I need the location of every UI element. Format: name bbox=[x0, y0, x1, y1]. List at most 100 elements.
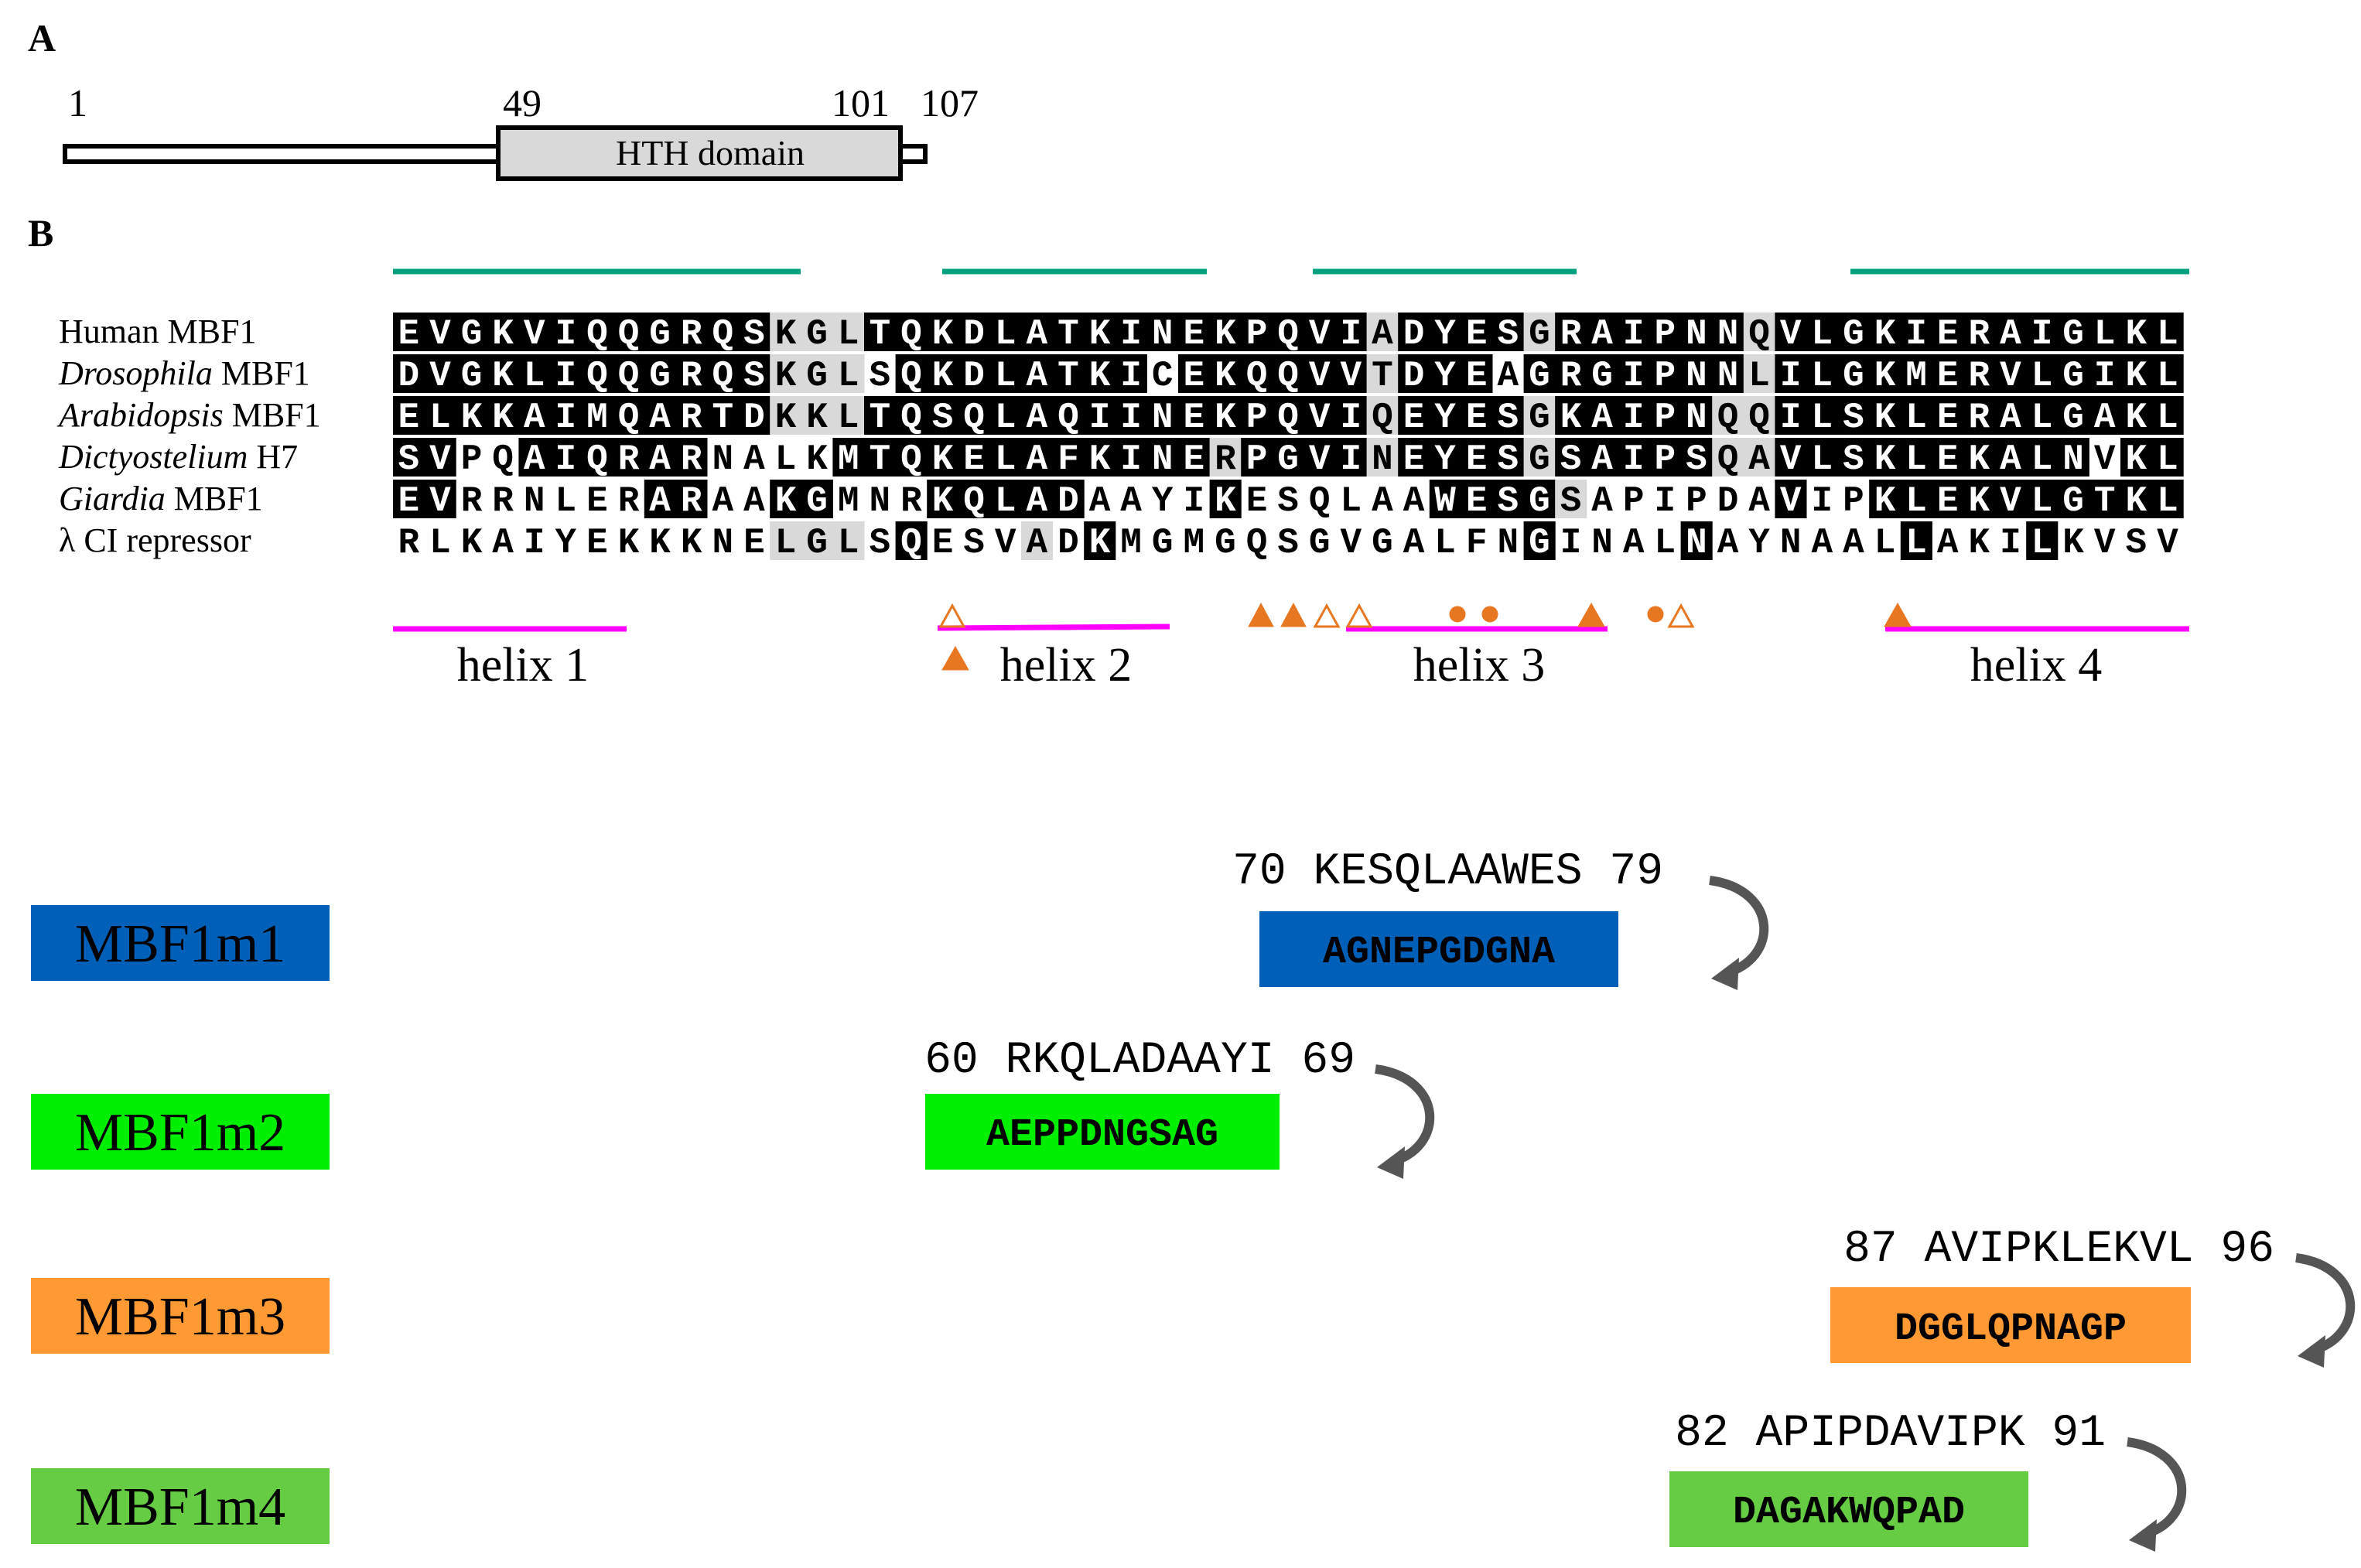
residue-letter: R bbox=[1215, 439, 1236, 480]
residue-shade bbox=[456, 313, 488, 351]
residue-letter: I bbox=[1120, 439, 1142, 480]
residue-letter: E bbox=[743, 523, 765, 563]
residue-letter: S bbox=[743, 314, 765, 354]
residue-letter: L bbox=[2031, 481, 2053, 521]
residue-letter: G bbox=[1309, 523, 1331, 563]
residue-shade bbox=[1523, 396, 1556, 435]
residue-shade bbox=[1021, 354, 1054, 393]
residue-shade bbox=[927, 480, 959, 518]
residue-letter: A bbox=[1026, 356, 1047, 396]
residue-letter: T bbox=[1372, 356, 1393, 396]
residue-letter: D bbox=[743, 398, 765, 438]
residue-letter: R bbox=[1560, 314, 1582, 354]
residue-letter: L bbox=[1811, 439, 1833, 480]
residue-shade bbox=[832, 438, 865, 477]
residue-shade bbox=[1241, 354, 1273, 393]
residue-letter: R bbox=[461, 481, 483, 521]
residue-letter: V bbox=[2000, 481, 2021, 521]
residue-letter: I bbox=[1089, 398, 1111, 438]
residue-shade bbox=[1241, 396, 1273, 435]
residue-letter: K bbox=[2062, 523, 2084, 563]
residue-letter: D bbox=[1057, 481, 1079, 521]
species-drosophila: Drosophila MBF1 bbox=[58, 354, 310, 392]
residue-letter: E bbox=[1466, 398, 1488, 438]
residue-letter: K bbox=[1560, 398, 1582, 438]
residue-letter: V bbox=[429, 439, 451, 480]
residue-letter: R bbox=[681, 439, 702, 480]
residue-letter: E bbox=[1937, 356, 1959, 396]
residue-letter: L bbox=[2031, 439, 2053, 480]
residue-shade bbox=[707, 354, 740, 393]
residue-shade bbox=[1241, 313, 1273, 351]
residue-letter: I bbox=[1811, 481, 1833, 521]
residue-shade bbox=[1775, 354, 1807, 393]
residue-letter: A bbox=[743, 439, 765, 480]
residue-letter: Q bbox=[1372, 398, 1393, 438]
residue-shade bbox=[1115, 396, 1147, 435]
residue-shade bbox=[2089, 354, 2121, 393]
residue-letter: G bbox=[2062, 481, 2084, 521]
residue-shade bbox=[2089, 313, 2121, 351]
residue-letter: T bbox=[1057, 356, 1079, 396]
residue-letter: K bbox=[461, 398, 483, 438]
residue-shade bbox=[1492, 396, 1525, 435]
residue-letter: R bbox=[681, 398, 702, 438]
residue-letter: K bbox=[1215, 398, 1236, 438]
residue-shade bbox=[1963, 313, 1996, 351]
mutant-m2-label-box bbox=[31, 1094, 330, 1170]
filled-circle-marker bbox=[1449, 606, 1466, 623]
residue-letter: V bbox=[1780, 481, 1802, 521]
residue-shade bbox=[1586, 438, 1618, 477]
filled-circle-marker bbox=[1481, 606, 1498, 623]
residue-letter: K bbox=[1874, 356, 1896, 396]
residue-shade bbox=[675, 438, 708, 477]
residue-letter: A bbox=[1026, 439, 1047, 480]
residue-letter: M bbox=[586, 398, 608, 438]
curved-arrow-icon bbox=[2295, 1253, 2356, 1355]
residue-shade bbox=[2026, 521, 2059, 560]
residue-shade bbox=[1994, 313, 2027, 351]
residue-letter: E bbox=[1403, 398, 1425, 438]
residue-letter: K bbox=[492, 356, 514, 396]
mutant-m3-label-box bbox=[31, 1278, 330, 1354]
residue-letter: E bbox=[398, 314, 419, 354]
residue-letter: M bbox=[838, 439, 859, 480]
residue-shade bbox=[1775, 313, 1807, 351]
residue-shade bbox=[613, 438, 645, 477]
residue-shade bbox=[644, 480, 676, 518]
residue-shade bbox=[832, 354, 865, 393]
residue-letter: S bbox=[1560, 481, 1582, 521]
residue-shade bbox=[1146, 396, 1179, 435]
residue-letter: M bbox=[1905, 356, 1927, 396]
residue-shade bbox=[2057, 480, 2089, 518]
residue-shade bbox=[738, 396, 770, 435]
residue-letter: L bbox=[2031, 356, 2053, 396]
residue-letter: E bbox=[1937, 314, 1959, 354]
residue-shade bbox=[989, 438, 1022, 477]
residue-shade bbox=[1869, 396, 1901, 435]
residue-letter: L bbox=[1748, 356, 1770, 396]
residue-shade bbox=[1398, 438, 1430, 477]
residue-shade bbox=[550, 438, 583, 477]
residue-shade bbox=[2151, 480, 2184, 518]
residue-letter: A bbox=[1811, 523, 1833, 563]
residue-letter: G bbox=[1277, 439, 1299, 480]
residue-letter: L bbox=[429, 398, 451, 438]
residue-letter: K bbox=[2125, 314, 2147, 354]
residue-shade bbox=[487, 396, 519, 435]
residue-shade bbox=[1304, 354, 1336, 393]
residue-letter: A bbox=[1372, 481, 1393, 521]
residue-shade bbox=[1021, 438, 1054, 477]
residue-letter: K bbox=[1215, 314, 1236, 354]
residue-letter: D bbox=[398, 356, 419, 396]
residue-letter: K bbox=[492, 398, 514, 438]
residue-shade bbox=[1932, 480, 1964, 518]
residue-letter: I bbox=[1780, 398, 1802, 438]
residue-shade bbox=[2026, 480, 2059, 518]
residue-shade bbox=[1712, 396, 1744, 435]
residue-letter: D bbox=[1403, 314, 1425, 354]
mutant-m4-name: MBF1m4 bbox=[75, 1477, 285, 1537]
residue-letter: N bbox=[1152, 398, 1174, 438]
residue-shade bbox=[864, 438, 897, 477]
residue-letter: S bbox=[963, 523, 985, 563]
